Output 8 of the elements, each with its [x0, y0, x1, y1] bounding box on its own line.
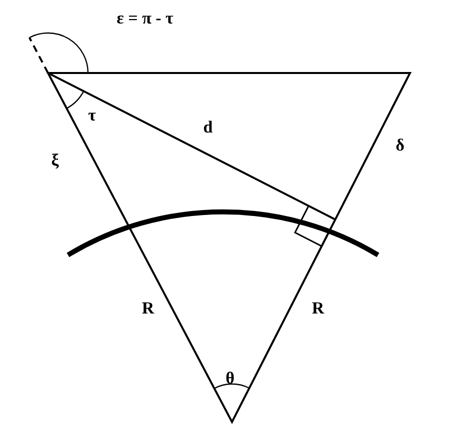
radius-label: R — [312, 300, 324, 316]
radius-label: R — [142, 300, 154, 316]
angle-label: ε = π - τ — [116, 10, 174, 26]
distance-label: d — [203, 118, 213, 136]
angle-label: θ — [226, 370, 234, 386]
angle-label: τ — [88, 106, 96, 124]
side-label: ξ — [51, 152, 59, 168]
side-label: δ — [396, 136, 404, 154]
